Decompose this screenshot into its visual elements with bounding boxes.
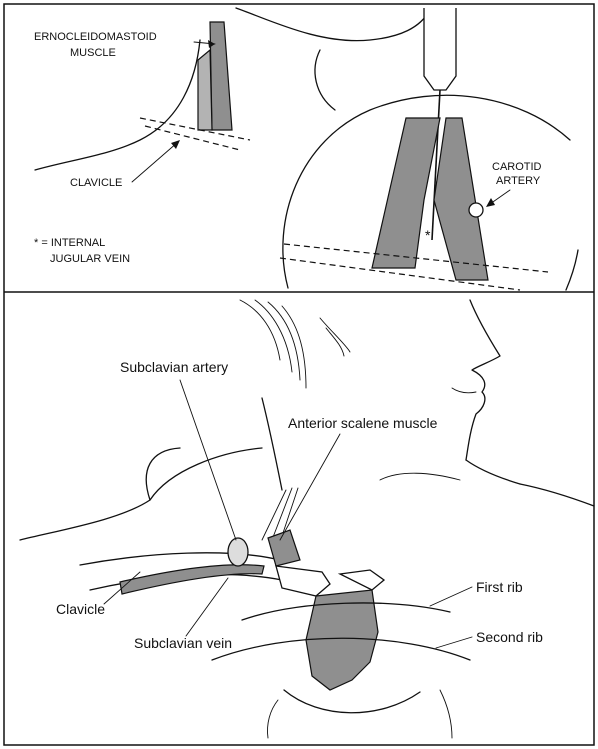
magnified-circle-arc-right [566,250,578,290]
hair-strand-4 [282,306,306,388]
scm-label-line1: ERNOCLEIDOMASTOID [34,31,157,43]
hair-strand-3 [268,302,300,380]
neck-back-outline [262,398,282,490]
ear-outline [320,318,350,352]
label-subclavian-vein: Subclavian vein [134,635,232,651]
deltoid-outline [146,448,180,500]
leader-subclavian-vein [186,578,228,636]
carotid-arrowhead [486,198,495,207]
ij-vein-marker: * [425,227,431,243]
clavicle-upper-edge [80,553,280,565]
scm-sternal-head-magnified [372,118,440,268]
legend-line1: * = INTERNAL [34,237,105,249]
scm-label-line2: MUSCLE [70,47,116,59]
subclavian-artery-circle [228,538,248,566]
collar-fold [380,473,460,480]
costal-arc [284,690,420,713]
neck-outline-left [35,40,200,170]
carotid-artery-circle [469,203,483,217]
clavicle-arrow-line [132,142,178,182]
ear-inner [326,328,344,356]
clavicle-arrowhead [171,140,180,149]
shoulder-outline-right [520,484,594,506]
carotid-label-line2: ARTERY [496,175,541,187]
scm-muscle-small [210,22,232,130]
sternoclavicular-joint [276,566,330,596]
scm-clavicular-head [198,50,212,130]
ear-lobe-outline [315,50,335,110]
label-subclavian-artery: Subclavian artery [120,359,228,375]
top-panel: ERNOCLEIDOMASTOID MUSCLE CLAVICLE * CARO… [34,8,578,290]
torso-outline-left [267,700,278,738]
hair-strand-1 [240,300,280,360]
leader-second-rib [436,637,472,648]
scm-clavicular-head-magnified [434,118,488,280]
bottom-panel: Subclavian artery Anterior scalene muscl… [20,300,594,738]
leader-subclavian-artery [180,380,236,540]
label-clavicle-bottom: Clavicle [56,601,105,617]
syringe-barrel [424,8,456,90]
leader-anterior-scalene [280,434,340,540]
label-first-rib: First rib [476,579,523,595]
face-profile [466,300,500,460]
shoulder-outline-left [20,448,262,540]
subclavian-vein-band [120,565,264,594]
torso-outline-right [440,690,452,738]
carotid-label-line1: CAROTID [492,161,542,173]
clavicle-label-top: CLAVICLE [70,177,122,189]
neck-front-outline [466,460,520,484]
jaw-outline [236,8,430,41]
legend-line2: JUGULAR VEIN [50,253,130,265]
label-anterior-scalene: Anterior scalene muscle [288,415,438,431]
anterior-scalene-shaded [268,530,300,566]
label-second-rib: Second rib [476,629,543,645]
leader-first-rib [430,587,472,606]
mouth-line [452,388,476,393]
clavicular-notch [340,570,384,590]
